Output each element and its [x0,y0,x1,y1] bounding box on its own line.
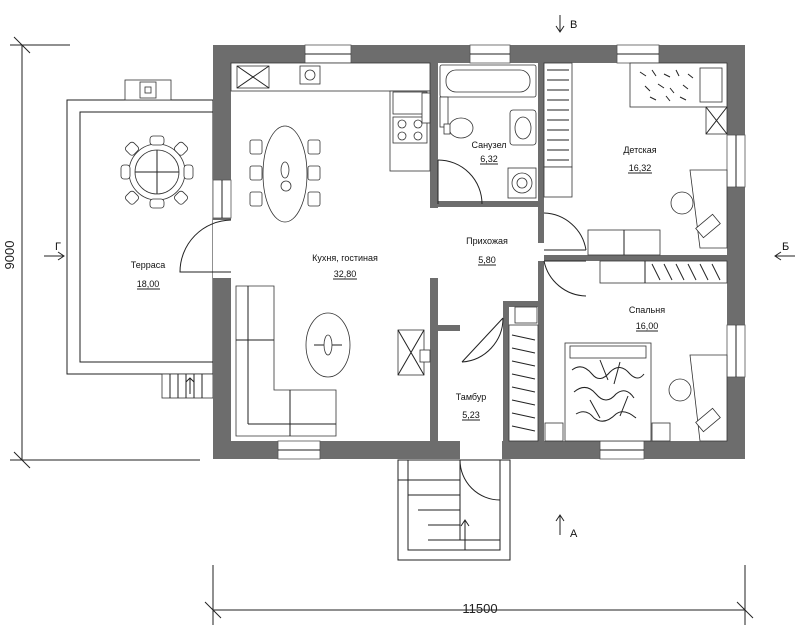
section-mark-v: В [570,19,577,31]
living-sofa [235,285,337,437]
bathroom-label: Санузел [471,140,506,150]
interior-doors [437,159,587,363]
section-mark-a: А [570,528,578,540]
nursery-bed [629,62,728,108]
hall-area: 5,80 [478,255,496,265]
bathroom-fixtures [439,64,537,199]
dimension-lines [10,36,754,625]
nursery-area: 16,32 [629,163,652,173]
section-mark-g: Г [55,241,61,253]
bedroom-desk [668,354,728,442]
coffee-table [305,312,351,378]
kitchen-counters [230,62,431,172]
terrace-dining-table [120,135,194,209]
bedroom-area: 16,00 [636,321,659,331]
bedroom-bed [544,342,671,442]
terrace-area: 18,00 [137,279,160,289]
nursery-desk [587,106,728,256]
kitchen-area: 32,80 [334,269,357,279]
fireplace [397,329,431,376]
vestibule-wardrobe [508,324,539,442]
interior-walls [430,63,727,441]
section-markers [44,15,795,535]
bedroom-label: Спальня [629,305,665,315]
nursery-wardrobe [543,62,573,198]
entrance-porch [397,459,511,561]
height-dimension: 9000 [2,241,17,270]
windows [212,44,746,460]
bathroom-area: 6,32 [480,154,498,164]
dining-table [249,125,321,223]
vestibule-label: Тамбур [456,392,487,402]
width-dimension: 11500 [462,601,497,616]
terrace-structure [66,79,214,399]
kitchen-label: Кухня, гостиная [312,253,378,263]
bedroom-wardrobe [599,260,728,284]
vestibule-area: 5,23 [462,410,480,420]
nursery-label: Детская [623,145,656,155]
hall-label: Прихожая [466,236,508,246]
terrace-label: Терраса [131,260,166,270]
section-mark-b: Б [782,241,789,253]
